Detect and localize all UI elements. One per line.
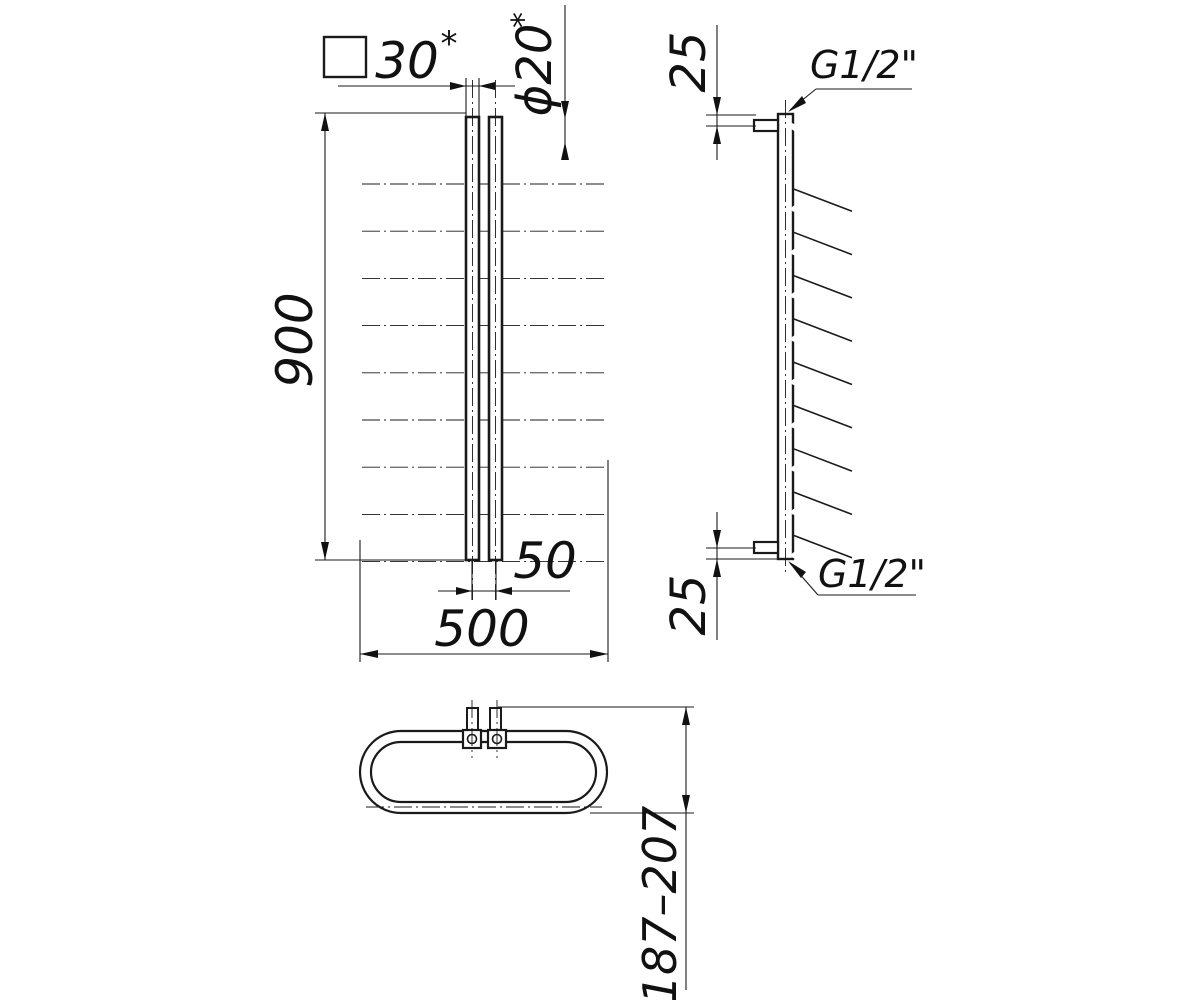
top-inlet xyxy=(752,118,780,133)
zigzag-tube-bore xyxy=(789,123,855,559)
diameter-arrow-bottom xyxy=(561,142,569,160)
depth-label: 187–207 xyxy=(633,806,687,1000)
diameter-star: * xyxy=(504,12,542,28)
square-arrow-left xyxy=(450,82,466,90)
height-label: 900 xyxy=(266,292,324,387)
thread-bottom-label: G1/2" xyxy=(818,552,926,596)
side-zigzag-tubes xyxy=(789,123,855,559)
top-offset-arrow-1 xyxy=(713,97,721,115)
spacing-label: 50 xyxy=(513,532,577,590)
thread-bottom-arrow xyxy=(788,561,806,578)
width-label: 500 xyxy=(434,600,529,658)
thread-top-arrow xyxy=(788,96,806,112)
height-arrow-bottom xyxy=(321,542,329,560)
top-offset-label: 25 xyxy=(661,31,717,92)
top-offset-arrow-2 xyxy=(713,126,721,144)
square-size-label: 30 xyxy=(375,32,439,90)
diameter-label: ϕ20 xyxy=(507,24,563,117)
top-view-outer-loop xyxy=(358,729,609,815)
square-arrow-right xyxy=(479,82,495,90)
depth-arrow-top xyxy=(682,707,690,725)
spacing-arrow-right xyxy=(496,587,512,595)
serpentine-loops xyxy=(355,120,613,586)
width-arrow-left xyxy=(360,650,378,658)
diameter-arrow-top xyxy=(561,101,569,119)
bottom-inlet xyxy=(752,540,780,555)
top-view-inner-loop xyxy=(369,740,598,804)
top-left-stub xyxy=(466,707,479,731)
width-arrow-right xyxy=(590,650,608,658)
bottom-offset-arrow-2 xyxy=(713,559,721,577)
square-size-star: * xyxy=(441,24,458,64)
front-view: 900 500 50 30 * ϕ20 * xyxy=(266,5,613,662)
height-arrow-top xyxy=(321,113,329,131)
top-view: 187–207 xyxy=(358,700,694,1000)
depth-arrow-bottom xyxy=(682,795,690,813)
spacing-arrow-left xyxy=(456,587,472,595)
serpentine-tube-bore xyxy=(355,120,613,586)
side-view: 25 25 G1/2" G1/2" xyxy=(661,25,926,640)
thread-top-label: G1/2" xyxy=(810,43,918,87)
bottom-offset-arrow-1 xyxy=(713,530,721,548)
bottom-offset-label: 25 xyxy=(661,574,717,635)
square-symbol xyxy=(322,35,368,79)
top-right-stub xyxy=(489,707,502,731)
zigzag-back-strands xyxy=(793,188,853,559)
